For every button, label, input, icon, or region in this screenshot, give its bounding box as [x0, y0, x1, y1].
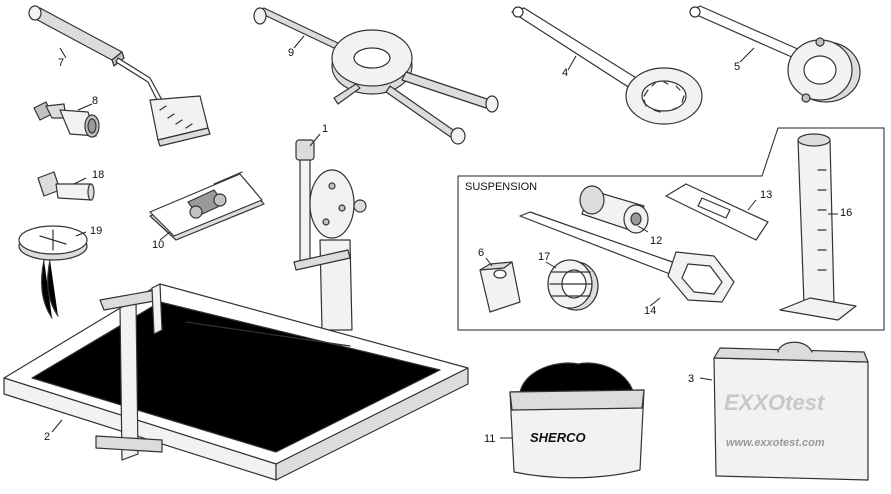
case-brand: EXXOtest [724, 390, 826, 415]
label-10: 10 [152, 239, 164, 251]
label-3: 3 [688, 373, 694, 385]
label-5: 5 [734, 61, 740, 73]
part-11-bag: SHERCO [509, 362, 645, 479]
part-18-pin [37, 171, 95, 201]
part-9-flywheel-tool [253, 7, 499, 145]
label-19: 19 [90, 225, 102, 237]
part-labels: 7 8 18 19 10 9 4 5 1 2 3 11 12 13 14 16 [44, 35, 852, 445]
part-10-manual-booklet [149, 171, 265, 241]
label-12: 12 [650, 235, 662, 247]
part-13-spacer-plate [665, 183, 769, 241]
part-12-seal-driver [579, 185, 649, 234]
label-4: 4 [562, 67, 568, 79]
part-17-clamp-rings [547, 259, 599, 311]
label-13: 13 [760, 189, 772, 201]
part-5-holder-wrench [689, 5, 861, 103]
bag-brand: SHERCO [530, 430, 586, 445]
part-16-measuring-cylinder [779, 133, 857, 321]
part-6-block [479, 261, 521, 313]
suspension-group: SUSPENSION [457, 127, 885, 331]
label-7: 7 [58, 57, 64, 69]
label-18: 18 [92, 169, 104, 181]
part-14-spanner [519, 211, 735, 303]
label-9: 9 [288, 47, 294, 59]
label-6: 6 [478, 247, 484, 259]
label-1: 1 [322, 123, 328, 135]
case-url: www.exxotest.com [726, 437, 825, 449]
part-19-pressure-gauge [18, 225, 88, 319]
part-7-comb-tool [28, 5, 211, 147]
label-14: 14 [644, 305, 656, 317]
part-8-puller [33, 101, 100, 138]
label-17: 17 [538, 251, 550, 263]
label-2: 2 [44, 431, 50, 443]
part-3-carry-case: EXXOtest www.exxotest.com [713, 341, 869, 481]
suspension-label: SUSPENSION [465, 181, 537, 193]
part-1-engine-stand [293, 139, 367, 331]
part-2-tray-stand [3, 283, 469, 481]
label-16: 16 [840, 207, 852, 219]
label-11: 11 [484, 433, 495, 445]
part-4-ring-wrench [511, 6, 703, 125]
label-8: 8 [92, 95, 98, 107]
